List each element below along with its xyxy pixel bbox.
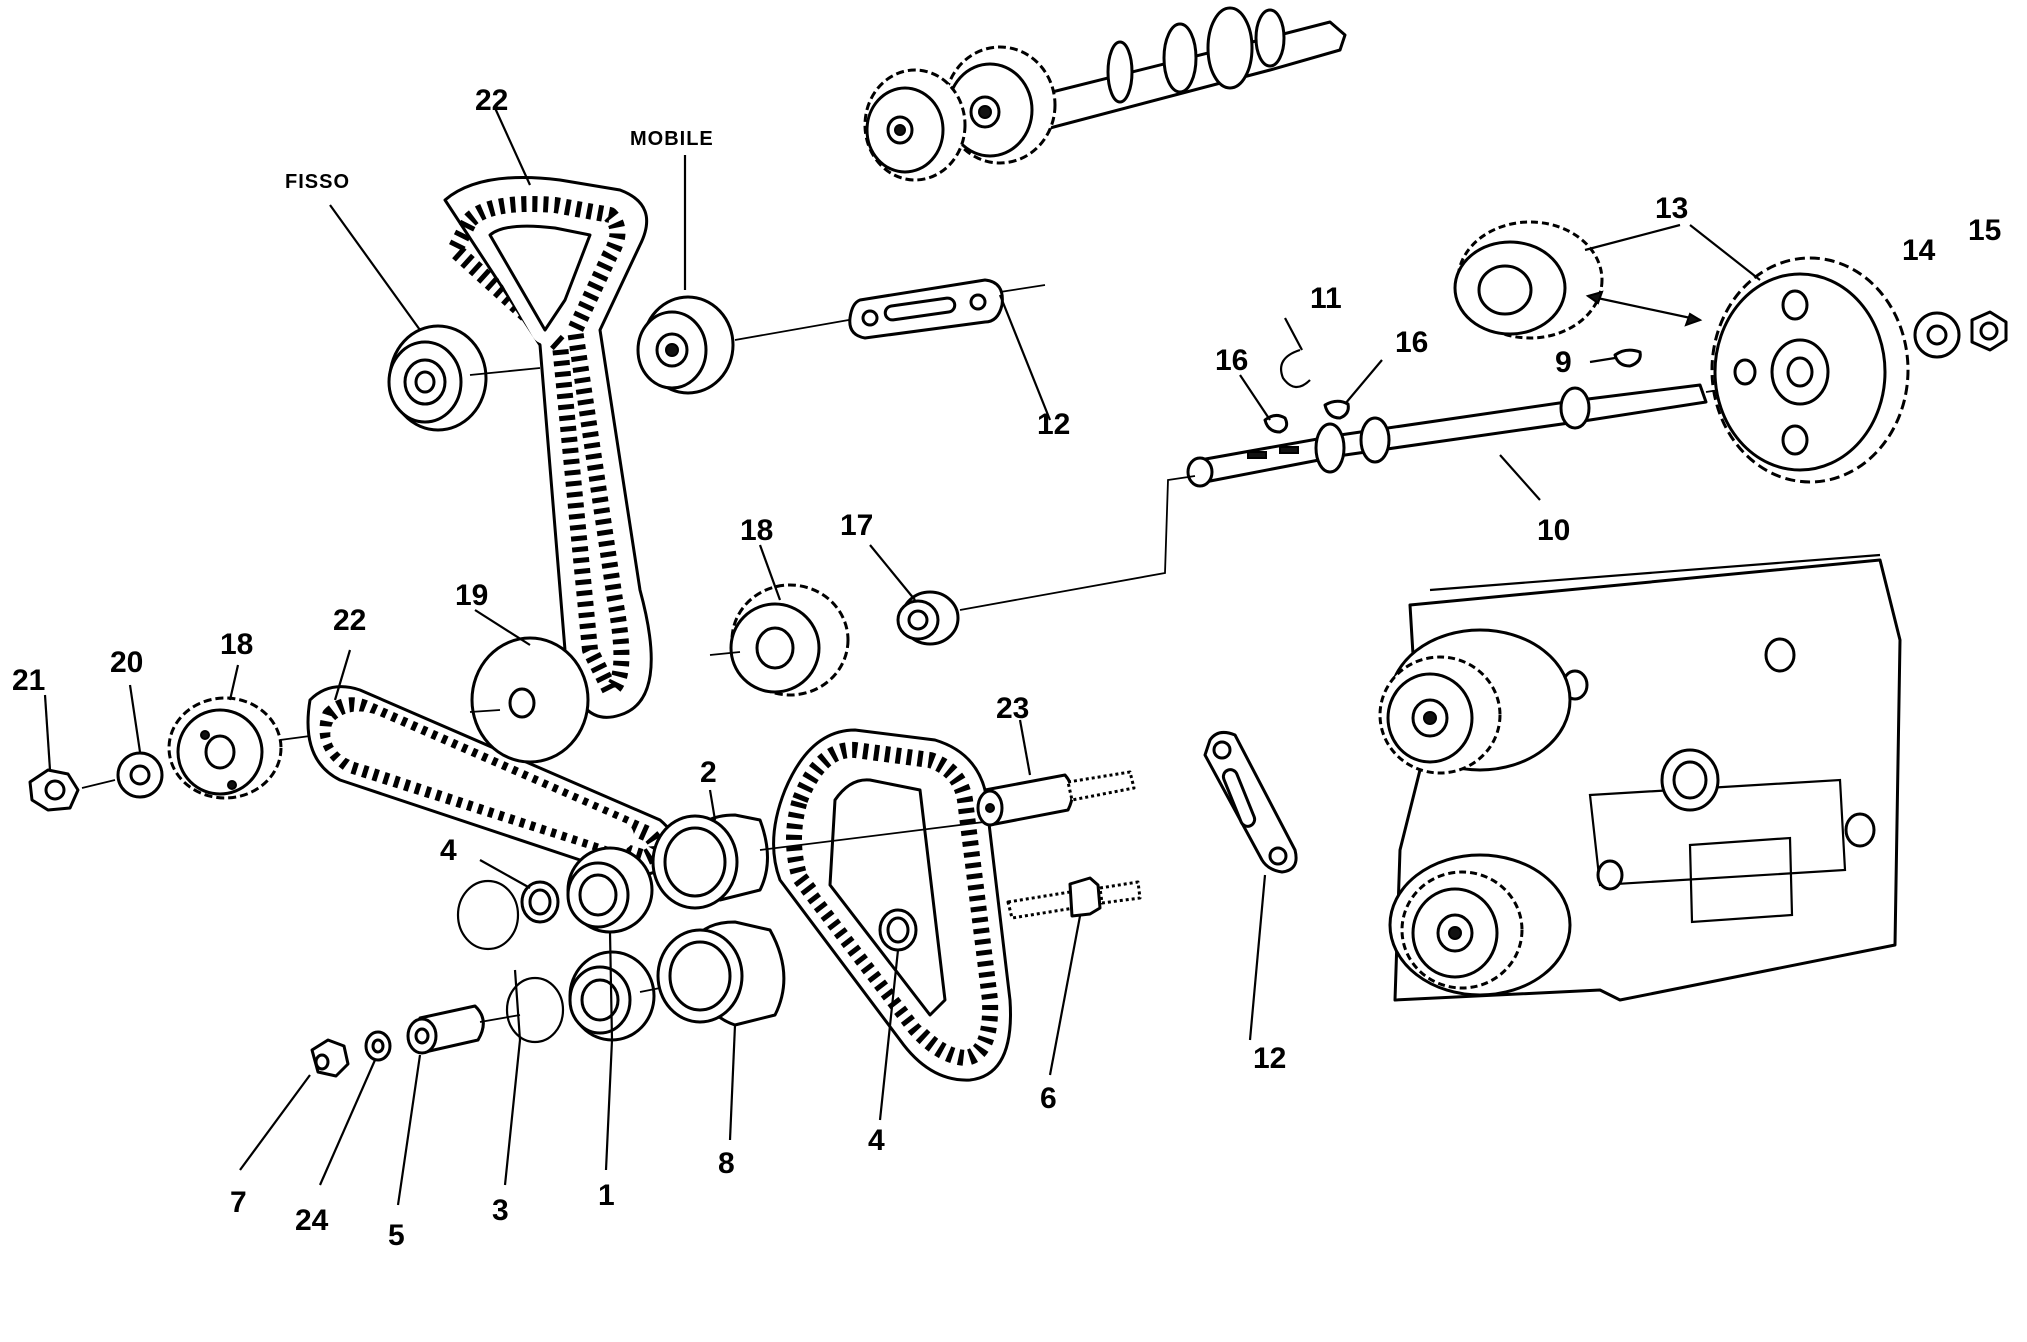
engine-pulley-upper <box>1378 628 1572 775</box>
camshaft-assembly <box>863 6 1347 182</box>
callout-12-top: 12 <box>1037 408 1070 441</box>
callout-9: 9 <box>1555 346 1572 379</box>
nut-21 <box>28 768 80 812</box>
callout-21: 21 <box>12 664 45 697</box>
mobile-label: MOBILE <box>630 128 714 150</box>
callout-17: 17 <box>840 509 873 542</box>
stud-6 <box>1006 876 1142 920</box>
washer-20 <box>116 751 164 799</box>
callout-1: 1 <box>598 1179 615 1212</box>
spacer-17 <box>896 590 960 646</box>
intermediate-gear-small <box>1453 220 1604 340</box>
idler-pulley-8 <box>639 920 786 1027</box>
lower-right-timing-belt <box>772 728 1012 1082</box>
snap-ring-3-upper <box>456 879 520 951</box>
callout-3: 3 <box>492 1194 509 1227</box>
callout-20: 20 <box>110 646 143 679</box>
callout-23: 23 <box>996 692 1029 725</box>
callout-13: 13 <box>1655 192 1688 225</box>
callout-6: 6 <box>1040 1082 1057 1115</box>
key-9 <box>1613 348 1642 368</box>
intermediate-pulley-18 <box>729 583 850 697</box>
tensioner-pulley-2 <box>651 813 1001 910</box>
callout-15: 15 <box>1968 214 2001 247</box>
callout-24: 24 <box>295 1204 329 1237</box>
callout-18-left: 18 <box>220 628 253 661</box>
upper-timing-belt <box>443 176 653 719</box>
callout-22-mid: 22 <box>333 604 366 637</box>
callout-12-bottom: 12 <box>1253 1042 1286 1075</box>
snap-ring-3-lower <box>505 976 565 1044</box>
callout-2: 2 <box>700 756 717 789</box>
intermediate-shaft <box>1186 381 1771 488</box>
spacer-4-lower <box>878 908 918 952</box>
bushing-5 <box>406 1004 485 1055</box>
callout-8: 8 <box>718 1147 735 1180</box>
key-16-right <box>1323 399 1350 420</box>
callout-14: 14 <box>1902 234 1936 267</box>
crankshaft-pulley-18 <box>167 696 283 800</box>
callout-7: 7 <box>230 1186 247 1219</box>
washer-24 <box>364 1030 392 1062</box>
callout-5: 5 <box>388 1219 405 1252</box>
circlip-11 <box>1279 348 1311 389</box>
nut-15 <box>1970 310 2008 352</box>
bearing-1-upper <box>566 846 654 934</box>
movable-tensioner-pulley <box>636 295 861 395</box>
callout-18-mid: 18 <box>740 514 773 547</box>
leader-lines <box>43 107 1761 1206</box>
callout-19: 19 <box>455 579 488 612</box>
callout-4-top: 4 <box>440 834 457 867</box>
callout-16-b: 16 <box>1395 326 1428 359</box>
nut-7 <box>310 1038 350 1078</box>
callout-10: 10 <box>1537 514 1570 547</box>
tensioner-link-top <box>848 278 1046 340</box>
callout-22-top: 22 <box>475 84 508 117</box>
callout-16-a: 16 <box>1215 344 1248 377</box>
spacer-4-upper <box>520 880 560 924</box>
engine-pulley-lower <box>1388 853 1572 997</box>
belt-guide-disc-19 <box>470 636 590 764</box>
tensioner-link-bottom <box>1203 730 1298 874</box>
washer-14 <box>1913 311 1961 359</box>
intermediate-gear-large <box>1710 256 1910 484</box>
fixed-idler-pulley <box>387 324 541 432</box>
fisso-label: FISSO <box>285 171 350 193</box>
stud-23 <box>976 770 1136 827</box>
callout-11: 11 <box>1310 282 1342 315</box>
callout-4-bottom: 4 <box>868 1124 885 1157</box>
camshaft-pulley-right <box>943 45 1057 165</box>
camshaft-pulley-left <box>863 68 967 182</box>
